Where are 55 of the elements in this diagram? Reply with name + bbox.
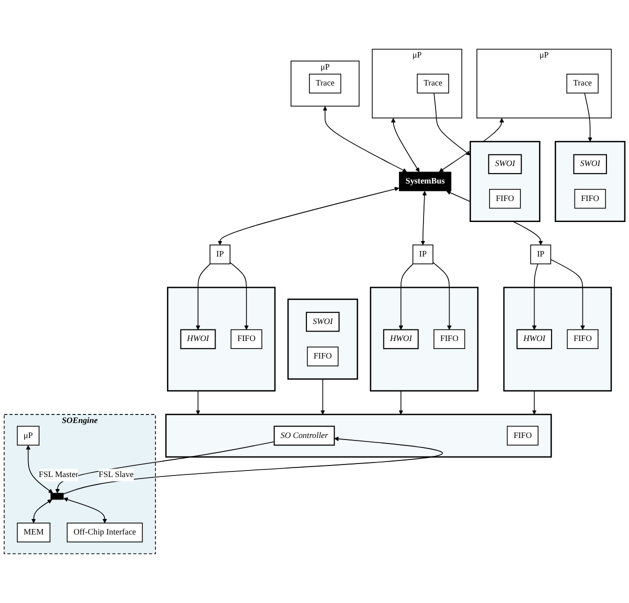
node-box: MEM [16,522,50,542]
node-box: FIFO [489,188,521,209]
node-box: HWOI [180,329,216,350]
arrow [434,92,470,156]
node-box: FIFO [306,346,339,366]
node-box: SystemBus [398,172,452,192]
arrow [584,92,592,142]
node-box: Trace [309,74,342,94]
node-box: FIFO [434,329,466,349]
arrow [420,190,427,246]
node-box: SO Controller [274,426,335,446]
node-box: IP [530,244,552,264]
cluster [554,140,626,222]
node-box: HWOI [383,329,419,350]
arrow [390,118,420,172]
node-box: Trace [416,74,450,94]
arrow [63,436,442,494]
arrow [196,263,211,330]
cluster [165,414,552,458]
arrow [196,390,200,415]
node-box: FIFO [506,426,538,446]
arrow [26,445,54,494]
edge-label: FSL Slave [98,470,134,480]
edge-label: FSL Master [38,470,78,480]
arrow [432,262,452,330]
cluster [370,286,478,392]
arrow [63,497,108,524]
arrow [532,390,537,415]
node-box: SWOI [573,154,607,174]
arrow [322,106,408,172]
arrow [31,499,52,524]
cluster [287,298,358,380]
arrow [218,186,400,246]
node-box: IP [412,244,434,264]
node-box: SWOI [306,312,340,332]
node-box: Trace [566,74,599,94]
node-box: μP [16,426,40,446]
node-bar [50,492,64,500]
arrow [550,259,585,330]
cluster [470,140,540,222]
cluster [503,286,612,392]
node-box: FIFO [230,329,262,349]
cluster [167,286,276,392]
node-box: IP [210,244,230,264]
arrow [230,262,249,330]
node-box: FIFO [574,188,606,209]
arrow [55,441,275,494]
arrow [398,263,414,330]
node-box: HWOI [516,329,552,350]
node-box: FIFO [566,329,598,349]
arrow [398,390,404,415]
node-box: Off-Chip Interface [66,522,143,542]
node-box: SWOI [488,154,522,174]
arrow [532,263,538,330]
arrow [320,378,326,415]
